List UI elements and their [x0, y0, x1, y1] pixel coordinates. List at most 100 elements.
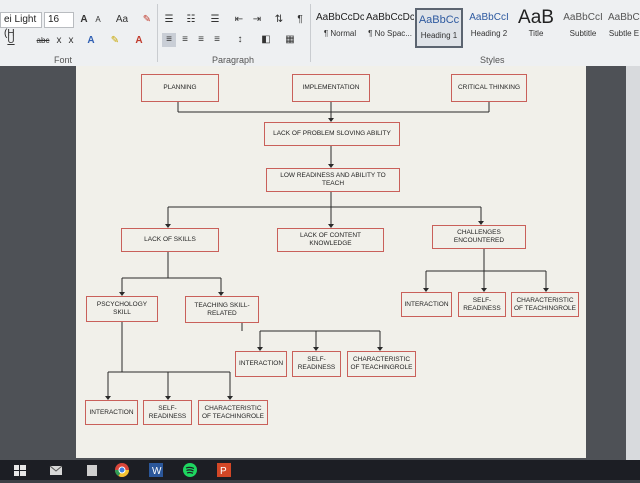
box-label: INTERACTION: [89, 408, 134, 416]
change-case-label: Aa: [115, 14, 129, 25]
vertical-scrollbar[interactable]: [626, 66, 640, 460]
grow-font-button[interactable]: A: [78, 13, 90, 27]
style-name: Subtitle: [569, 29, 597, 38]
increase-indent-icon[interactable]: ⇥: [252, 14, 262, 25]
paragraph-group-label: Paragraph: [212, 55, 255, 65]
file-explorer-icon[interactable]: [84, 462, 100, 478]
style-name: Heading 2: [470, 29, 508, 38]
challenge-characteristic-box[interactable]: CHARACTERISTIC OF TEACHINGROLE: [511, 292, 579, 317]
shrink-font-label: A: [95, 15, 101, 24]
strikethrough-button[interactable]: abc: [34, 34, 52, 48]
shrink-font-button[interactable]: A: [92, 13, 104, 27]
challenge-interaction-box[interactable]: INTERACTION: [401, 292, 452, 317]
style-subtle-emphasis[interactable]: AaBbCcI Subtle E: [608, 8, 640, 48]
style-subtitle[interactable]: AaBbCcI Subtitle: [560, 8, 606, 48]
line-spacing-icon[interactable]: ↕: [237, 34, 243, 45]
teaching-interaction-box[interactable]: INTERACTION: [235, 351, 287, 377]
style-name: Heading 1: [420, 31, 458, 40]
low-readiness-box[interactable]: LOW READINESS AND ABILITY TO TEACH: [266, 168, 400, 192]
teaching-skill-box[interactable]: TEACHING SKILL- RELATED: [185, 296, 259, 323]
box-label: SELF- READINESS: [297, 356, 336, 371]
chrome-icon[interactable]: [114, 462, 130, 478]
psych-characteristic-box[interactable]: CHARACTERISTIC OF TEACHINGROLE: [198, 400, 268, 425]
style-name: Subtle E: [608, 29, 640, 38]
text-effects-icon[interactable]: A: [87, 35, 95, 46]
style-heading-2[interactable]: AaBbCcI Heading 2: [465, 8, 513, 48]
flowchart-connectors: [105, 102, 549, 400]
style-sample: AaBbCcI: [608, 12, 640, 23]
align-left-icon[interactable]: ≡: [162, 33, 176, 47]
strike-label: abc: [36, 36, 50, 45]
clear-format-icon[interactable]: ✎: [142, 14, 152, 25]
box-label: SELF- READINESS: [463, 296, 501, 312]
multilevel-list-icon[interactable]: ☰: [210, 14, 220, 25]
style-sample: AaB: [518, 8, 554, 28]
sort-icon[interactable]: ⇅: [274, 14, 284, 25]
superscript-button[interactable]: x: [66, 34, 76, 48]
borders-icon[interactable]: ▦: [285, 34, 295, 45]
align-right-icon[interactable]: ≡: [198, 34, 204, 45]
style-sample: AaBbCcDc: [316, 12, 364, 23]
teaching-characteristic-box[interactable]: CHARACTERISTIC OF TEACHINGROLE: [347, 351, 416, 377]
underline-label: U: [7, 35, 15, 46]
box-label: CHALLENGES ENCOUNTERED: [453, 229, 505, 244]
word-icon[interactable]: W: [148, 462, 164, 478]
style-heading-1[interactable]: AaBbCc Heading 1: [415, 8, 463, 48]
justify-icon[interactable]: ≡: [214, 34, 220, 45]
box-label: PSCYCHOLOGY SKILL: [96, 301, 148, 316]
subscript-label: x: [56, 35, 62, 46]
style-name: ¶ Normal: [323, 29, 357, 38]
style-no-spacing[interactable]: AaBbCcDc ¶ No Spac...: [366, 8, 414, 48]
style-normal[interactable]: AaBbCcDc ¶ Normal: [316, 8, 364, 48]
decrease-indent-icon[interactable]: ⇤: [234, 14, 244, 25]
psychology-skill-box[interactable]: PSCYCHOLOGY SKILL: [86, 296, 158, 322]
highlight-color-icon[interactable]: ✎: [110, 35, 120, 46]
group-divider: [157, 4, 158, 62]
teaching-self-readiness-box[interactable]: SELF- READINESS: [292, 351, 341, 377]
grow-font-label: A: [80, 14, 88, 25]
font-color-icon[interactable]: A: [135, 35, 143, 46]
style-title[interactable]: AaB Title: [514, 8, 558, 48]
psych-interaction-box[interactable]: INTERACTION: [85, 400, 138, 425]
svg-text:P: P: [220, 466, 227, 477]
underline-button[interactable]: U: [6, 34, 16, 48]
change-case-button[interactable]: Aa: [110, 13, 134, 27]
shading-icon[interactable]: ◧: [261, 34, 271, 45]
style-sample: AaBbCcI: [563, 12, 603, 23]
svg-text:W: W: [152, 466, 162, 477]
challenges-box[interactable]: CHALLENGES ENCOUNTERED: [432, 225, 526, 249]
start-icon[interactable]: [12, 462, 28, 478]
mail-icon[interactable]: [48, 462, 64, 478]
critical-thinking-box[interactable]: CRITICAL THINKING: [451, 74, 527, 102]
spotify-icon[interactable]: [182, 462, 198, 478]
ribbon: ei Light (H 16 A A Aa ✎ U abc x x A ✎ A …: [0, 0, 640, 67]
font-name-value: ei Light (H: [4, 14, 37, 39]
problem-solving-box[interactable]: LACK OF PROBLEM SLOVING ABILITY: [264, 122, 400, 146]
style-sample: AaBbCc: [418, 14, 460, 26]
implementation-box[interactable]: IMPLEMENTATION: [292, 74, 370, 102]
numbering-icon[interactable]: ☷: [186, 14, 196, 25]
psych-self-readiness-box[interactable]: SELF- READINESS: [143, 400, 192, 425]
superscript-label: x: [68, 35, 74, 46]
box-label: LACK OF PROBLEM SLOVING ABILITY: [273, 130, 391, 137]
lack-of-content-box[interactable]: LACK OF CONTENT KNOWLEDGE: [277, 228, 384, 252]
align-center-icon[interactable]: ≡: [182, 34, 188, 45]
box-label: INTERACTION: [404, 300, 449, 308]
powerpoint-icon[interactable]: P: [216, 462, 232, 478]
font-name-dropdown[interactable]: ei Light (H: [0, 12, 42, 39]
show-marks-icon[interactable]: ¶: [297, 14, 303, 25]
box-label: TEACHING SKILL- RELATED: [194, 301, 250, 317]
subscript-button[interactable]: x: [54, 34, 64, 48]
challenge-self-readiness-box[interactable]: SELF- READINESS: [458, 292, 506, 317]
planning-box[interactable]: PLANNING: [141, 74, 219, 102]
box-label: IMPLEMENTATION: [302, 84, 360, 91]
box-label: LACK OF CONTENT KNOWLEDGE: [299, 232, 362, 247]
lack-of-skills-box[interactable]: LACK OF SKILLS: [121, 228, 219, 252]
box-label: CHARACTERISTIC OF TEACHINGROLE: [350, 356, 413, 371]
styles-group-label: Styles: [480, 55, 505, 65]
font-size-value: 16: [48, 14, 60, 25]
font-size-dropdown[interactable]: 16: [44, 12, 74, 28]
document-page: PLANNING IMPLEMENTATION CRITICAL THINKIN…: [76, 66, 586, 458]
style-sample: AaBbCcI: [469, 12, 509, 23]
bullets-icon[interactable]: ☰: [164, 14, 174, 25]
